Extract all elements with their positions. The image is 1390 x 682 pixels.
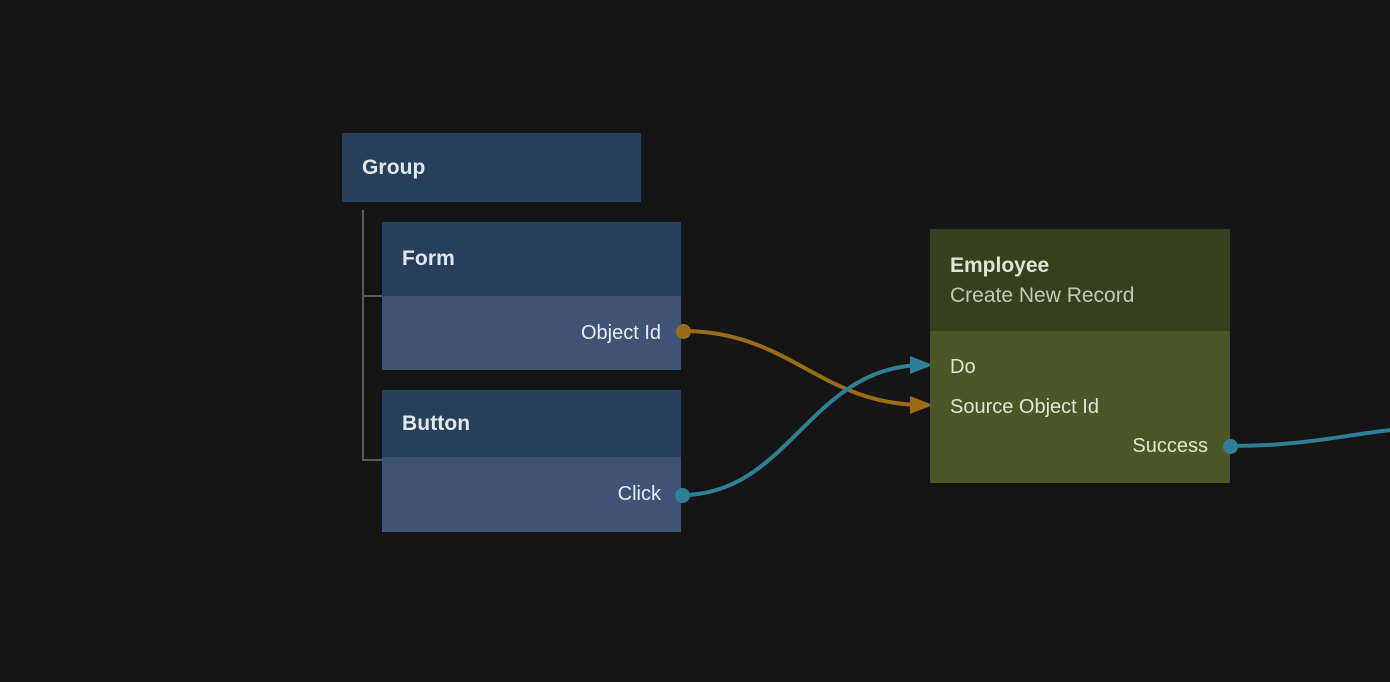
node-employee-title: Employee	[950, 254, 1050, 277]
port-label-do: Do	[950, 356, 976, 378]
port-label-object-id: Object Id	[580, 321, 661, 344]
node-group[interactable]: Group	[342, 133, 641, 202]
node-form-body[interactable]: Object Id	[382, 296, 681, 370]
node-employee-body[interactable]: Do Source Object Id Success	[930, 331, 1230, 483]
node-employee-header[interactable]: Employee Create New Record	[930, 229, 1230, 331]
node-form-header[interactable]: Form	[382, 222, 681, 296]
port-label-click: Click	[617, 483, 661, 505]
node-form-title: Form	[402, 247, 455, 270]
port-label-success: Success	[1132, 435, 1208, 457]
node-button-body[interactable]: Click	[382, 457, 681, 532]
node-employee-subtitle: Create New Record	[950, 284, 1135, 307]
edge-click-to-do	[680, 363, 926, 497]
edge-object-id-to-source-object-id	[681, 329, 926, 407]
node-group-title: Group	[362, 155, 426, 179]
edge-success-outgoing	[1228, 428, 1390, 448]
node-group-header[interactable]: Group	[342, 133, 641, 202]
node-form[interactable]: Form Object Id	[382, 222, 681, 370]
node-button[interactable]: Button Click	[382, 390, 681, 532]
port-output-success[interactable]	[1223, 439, 1238, 454]
port-output-click[interactable]	[675, 488, 690, 503]
node-button-title: Button	[402, 411, 471, 435]
group-tree-stub-form	[362, 295, 382, 297]
group-tree-stub-button	[362, 459, 382, 461]
port-output-object-id[interactable]	[676, 324, 691, 339]
port-label-source-object-id: Source Object Id	[950, 396, 1099, 418]
group-tree-vertical-line	[362, 210, 364, 461]
node-button-header[interactable]: Button	[382, 390, 681, 457]
node-employee[interactable]: Employee Create New Record Do Source Obj…	[930, 229, 1230, 483]
